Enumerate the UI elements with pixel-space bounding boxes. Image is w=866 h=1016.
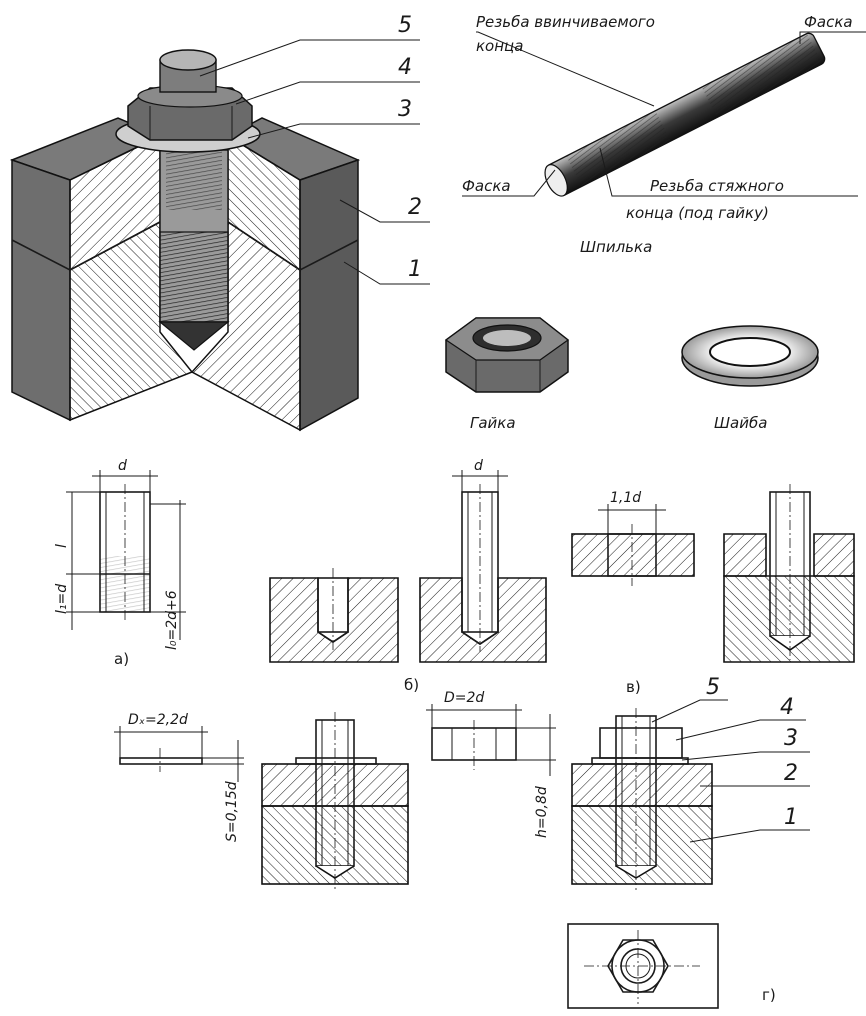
top-callouts: 5 4 3 2 1 [199, 13, 430, 285]
dim-a-l1: l₁=d [54, 584, 70, 614]
label-thread-nut-end-2: конца (под гайку) [626, 204, 769, 222]
block-right-face [299, 158, 359, 432]
caption-a: а) [114, 650, 129, 668]
callout-g-4: 4 [780, 695, 794, 720]
nut-illustration: Гайка [444, 317, 570, 432]
view-g-final-assembly: 5 4 3 2 1 [571, 675, 810, 890]
washer-illustration: Шайба [681, 325, 819, 432]
label-chamfer-left: Фаска [462, 177, 511, 195]
stud-thread-lower [159, 231, 229, 323]
caption-g: г) [762, 986, 776, 1004]
view-v-clamped-part: 1,1d в) [571, 484, 855, 696]
dim-a-d: d [118, 458, 127, 474]
callout-g-2: 2 [784, 761, 798, 786]
stud-illustration: Резьба ввинчиваемого конца Фаска Фаска Р… [462, 13, 866, 256]
view-g-washer-dims: Dₓ=2,2d S=0,15d [114, 712, 244, 842]
view-g-washer-assembly [261, 712, 409, 890]
view-g-nut-dims: D=2d h=0,8d [426, 690, 556, 838]
dim-g-s: S=0,15d [224, 781, 240, 842]
callout-g-1: 1 [784, 805, 798, 830]
isometric-assembly [9, 49, 361, 432]
view-b-hole-and-stud: d б) [269, 458, 547, 694]
label-thread-screw-end-2: конца [476, 37, 523, 55]
label-stud: Шпилька [580, 238, 652, 256]
dim-a-l0: l₀=2d+6 [164, 590, 180, 650]
dim-g-D: D=2d [444, 690, 484, 706]
callout-1: 1 [408, 257, 422, 282]
dim-g-h: h=0,8d [534, 786, 550, 838]
view-g-top-view: г) [567, 923, 776, 1009]
block-left-face [11, 158, 71, 422]
view-a-stud-dimensions: d l l₁=d l₀=2d+6 а) [54, 458, 186, 668]
stud-thread-upper [166, 150, 222, 210]
callout-2: 2 [408, 195, 422, 220]
callout-3: 3 [398, 97, 412, 122]
label-nut: Гайка [470, 414, 516, 432]
label-thread-screw-end: Резьба ввинчиваемого [476, 13, 655, 31]
hole-cone [158, 321, 230, 351]
callout-g-5: 5 [706, 675, 720, 700]
stud-chamfer-end [544, 164, 568, 197]
stud-top-end [159, 49, 217, 71]
caption-b: б) [404, 676, 419, 694]
callout-5: 5 [398, 13, 412, 38]
callout-4: 4 [398, 55, 412, 80]
label-chamfer-top: Фаска [804, 13, 853, 31]
dim-g-dw: Dₓ=2,2d [128, 712, 188, 728]
dim-b-d: d [474, 458, 483, 474]
label-thread-nut-end: Резьба стяжного [650, 177, 784, 195]
label-washer: Шайба [714, 414, 767, 432]
callout-g-3: 3 [784, 726, 798, 751]
caption-v: в) [626, 678, 641, 696]
dim-a-l: l [54, 544, 70, 548]
dim-v-d: 1,1d [610, 490, 641, 506]
